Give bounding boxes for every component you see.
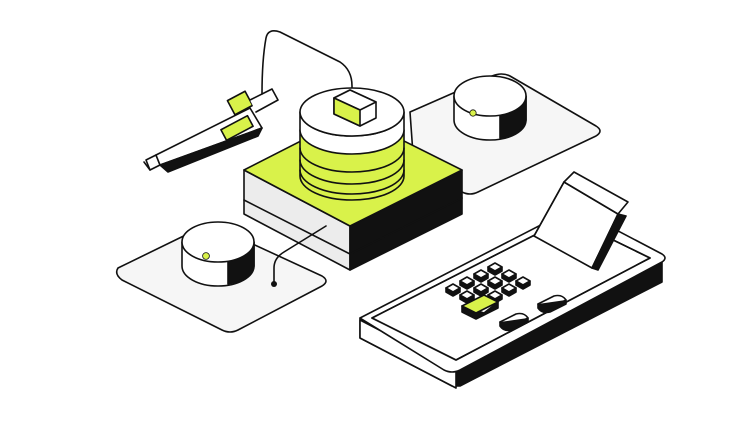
keypad-key[interactable] xyxy=(487,262,503,276)
front-dial-pad xyxy=(115,221,327,333)
syringe-icon xyxy=(143,88,279,173)
keypad-key[interactable] xyxy=(487,276,503,290)
lab-stirrer-icon xyxy=(243,87,463,271)
keypad-key[interactable] xyxy=(445,283,461,297)
keypad-enter-key[interactable] xyxy=(461,294,499,320)
syringe-cable xyxy=(261,30,353,101)
dial-knob-icon xyxy=(453,75,527,141)
keypad-key[interactable] xyxy=(501,283,517,297)
stirrer-cable xyxy=(273,225,327,283)
keypad-icon xyxy=(445,262,531,320)
keypad-key[interactable] xyxy=(473,283,489,297)
pill-button-left[interactable] xyxy=(499,312,529,332)
keypad-key[interactable] xyxy=(515,276,531,290)
cable-plug xyxy=(271,281,277,287)
back-dial-pad xyxy=(409,73,601,195)
pill-button-right[interactable] xyxy=(537,294,567,314)
keypad-pill-buttons xyxy=(499,294,567,332)
keypad-key[interactable] xyxy=(459,276,475,290)
keypad-key[interactable] xyxy=(473,269,489,283)
keypad-device xyxy=(359,171,666,389)
dial-knob-icon xyxy=(181,221,255,287)
keypad-key[interactable] xyxy=(501,269,517,283)
display-screen-icon xyxy=(533,171,629,271)
